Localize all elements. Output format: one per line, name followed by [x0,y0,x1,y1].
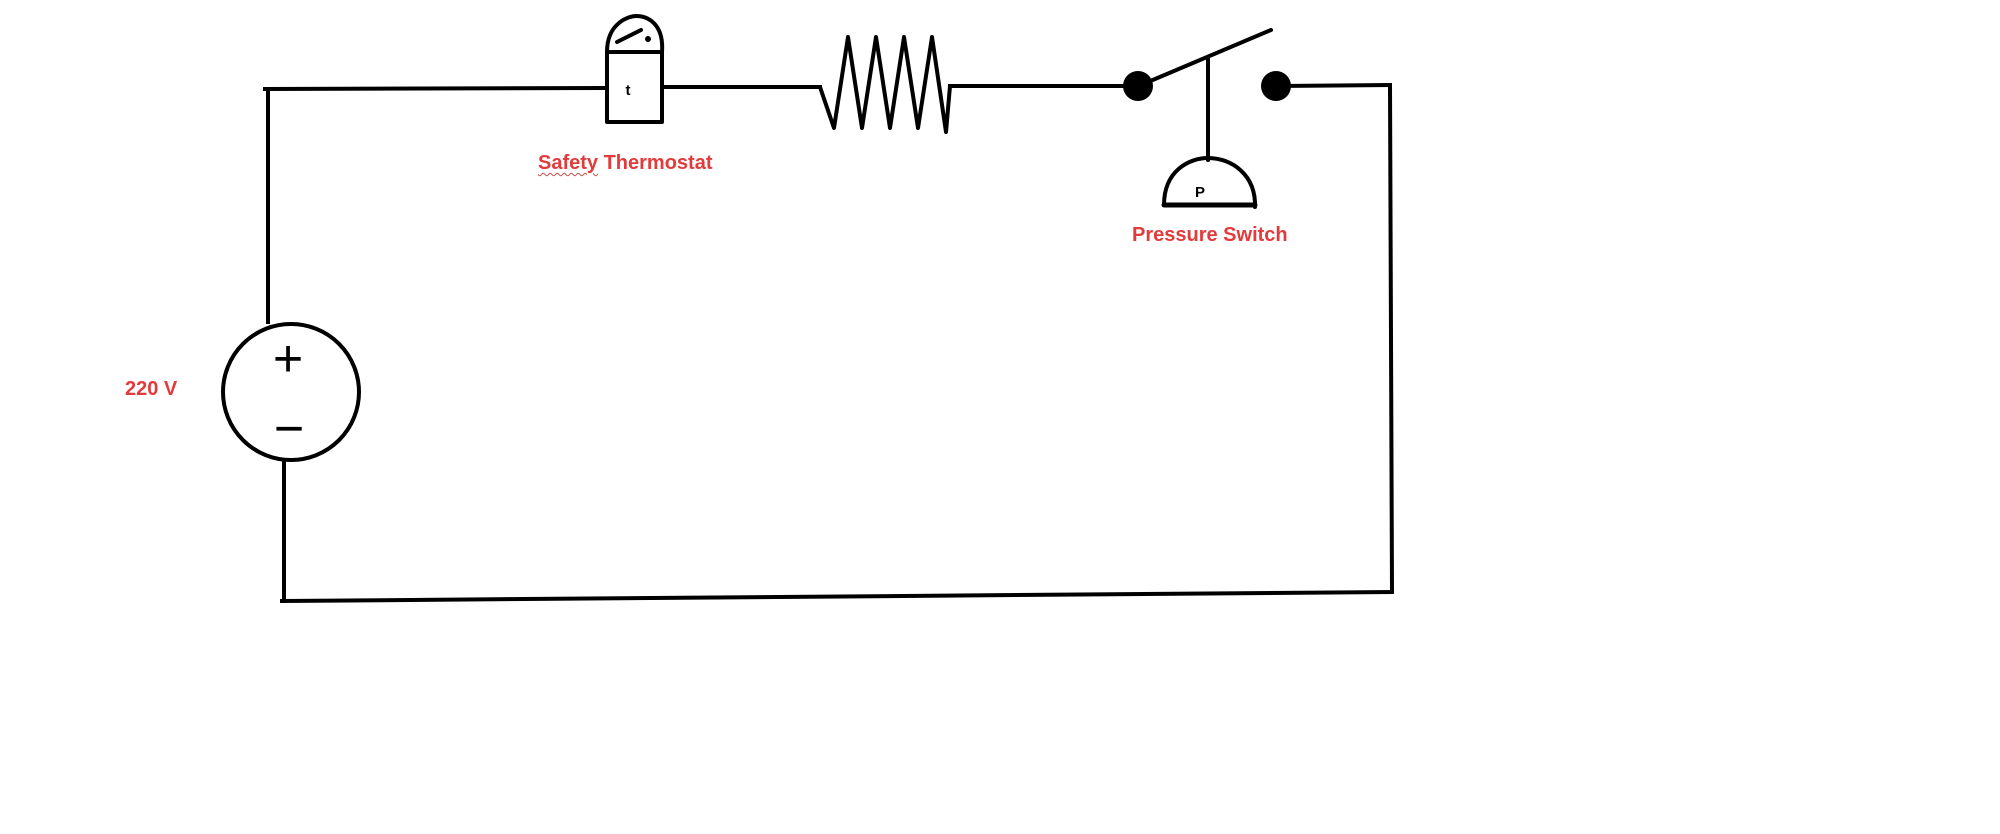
thermostat-contact-icon [615,28,643,44]
thermostat-dome [605,14,665,54]
thermostat-body [605,50,664,124]
switch-blade [1146,28,1273,84]
safety-thermostat-label-word1: Safety [538,152,599,174]
pressure-switch-label: Pressure Switch [1132,224,1288,246]
wire-switch-to-right [1277,82,1393,89]
pressure-switch-symbol: P [1123,28,1291,209]
wire-top-left [262,85,608,92]
wire-bottom [279,589,1395,604]
switch-contact-left [1123,71,1153,101]
resistor-zigzag-icon [818,35,952,134]
safety-thermostat-symbol: t [605,14,665,124]
plus-sign: + [273,330,303,388]
minus-sign: − [274,400,304,458]
voltage-source: + − [221,322,361,462]
safety-thermostat-label: Safety Thermostat [538,152,713,175]
safety-thermostat-label-word2: Thermostat [603,152,713,174]
wire-right-vertical [1387,82,1395,595]
thermostat-contact-dot [645,36,651,42]
pressure-diaphragm-dome [1162,156,1258,209]
circuit-wires [262,82,1395,604]
thermostat-t-symbol: t [626,82,631,99]
source-voltage-label: 220 V [125,378,178,400]
pressure-p-symbol: P [1195,184,1205,201]
voltage-source-circle [221,322,361,462]
switch-contact-right [1261,71,1291,101]
